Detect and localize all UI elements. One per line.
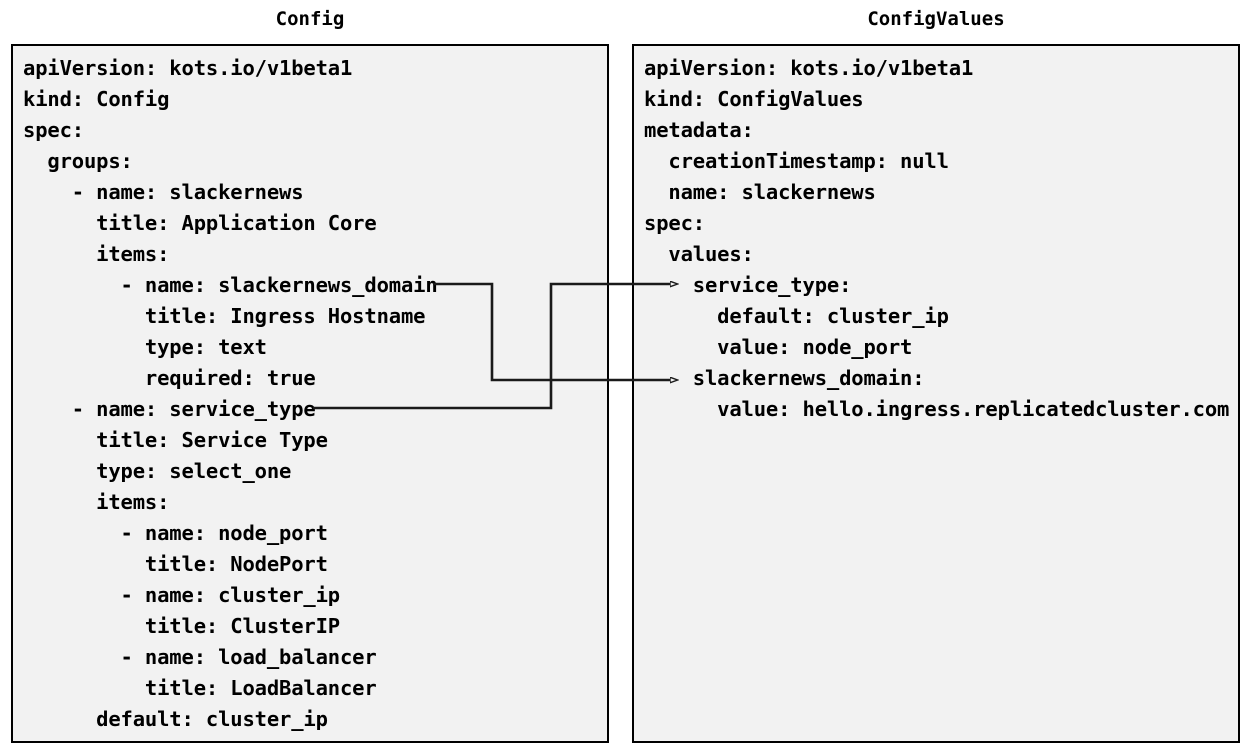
config-yaml-code: apiVersion: kots.io/v1beta1 kind: Config… [23,56,438,731]
left-panel-title: Config [275,8,345,30]
right-panel-title: ConfigValues [867,8,1005,30]
config-yaml-panel: apiVersion: kots.io/v1beta1 kind: Config… [11,44,609,743]
configvalues-yaml-panel: apiVersion: kots.io/v1beta1 kind: Config… [632,44,1240,743]
configvalues-yaml-code: apiVersion: kots.io/v1beta1 kind: Config… [644,56,1230,421]
